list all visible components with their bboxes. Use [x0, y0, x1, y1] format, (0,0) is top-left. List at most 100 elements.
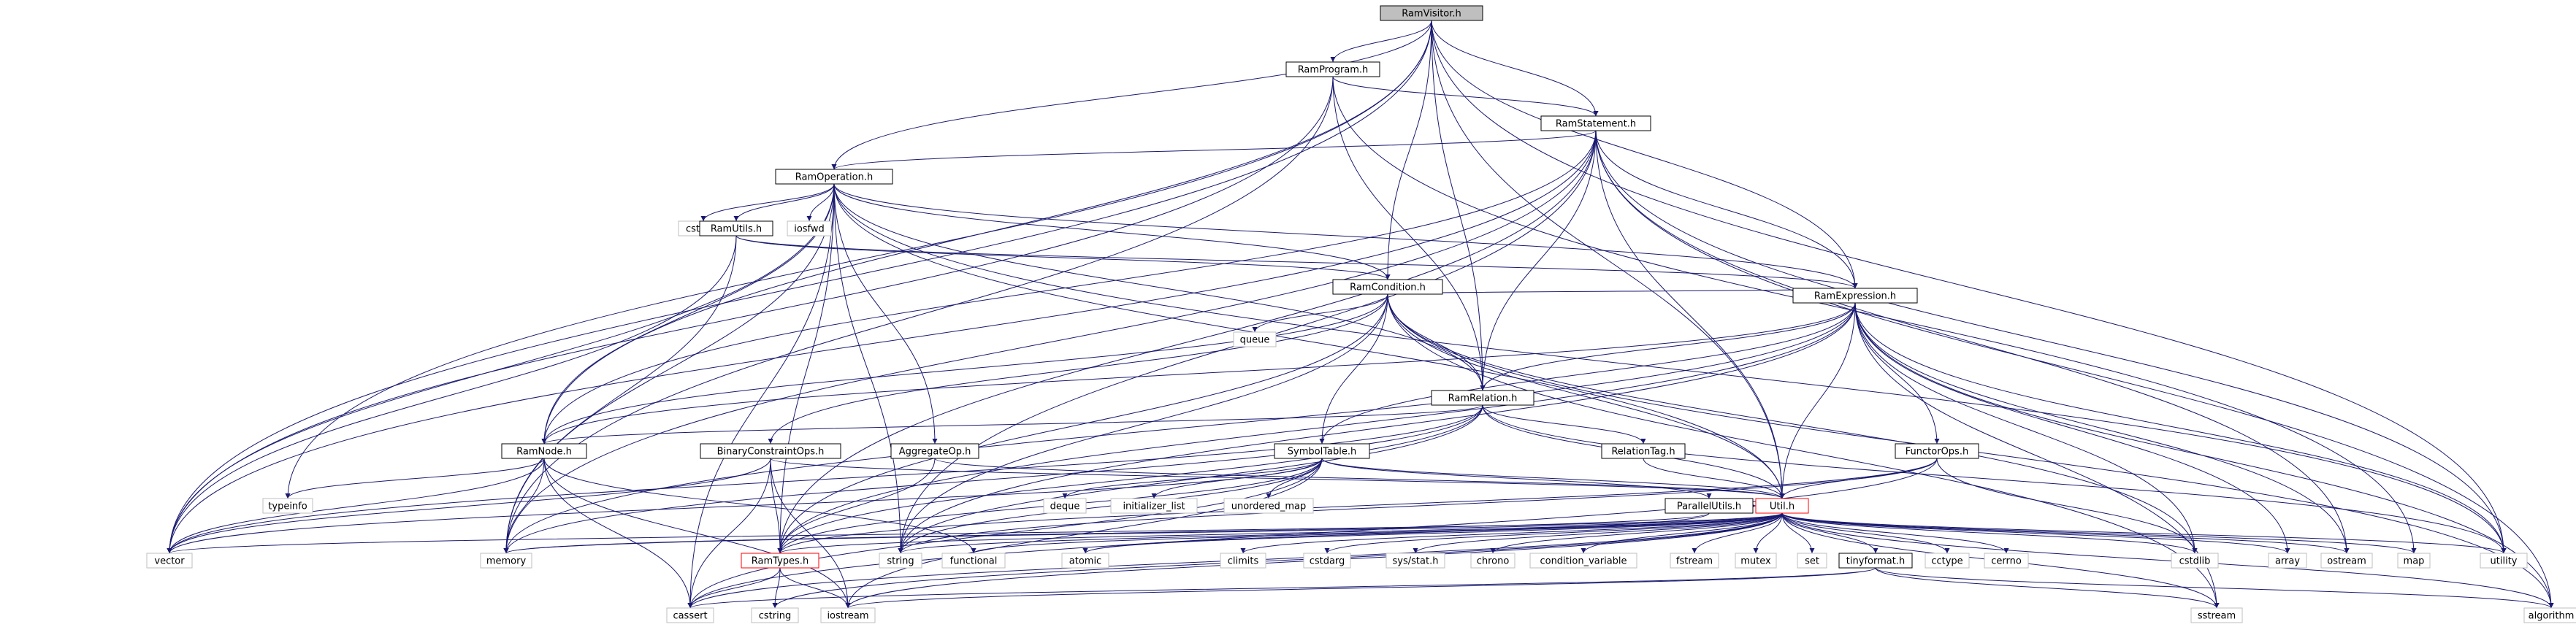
edge-ramrelation-to-string — [898, 404, 1483, 554]
edge-util-to-atomic — [1082, 512, 1783, 554]
node-label: tinyformat.h — [1846, 556, 1905, 567]
edge-ramstatement-to-ramoperation — [831, 130, 1597, 170]
node-ramcondition[interactable]: RamCondition.h — [1332, 279, 1443, 295]
node-box — [666, 607, 714, 623]
edge-binaryconstraintops-to-iostream — [770, 458, 851, 609]
edge-ramrelation-to-utility — [1482, 404, 2507, 554]
edge-ramoperation-to-ramrelation — [833, 183, 1486, 391]
node-label: RamTypes.h — [752, 556, 809, 567]
edge-ramnode-to-memory — [503, 458, 545, 554]
edge-util-to-condition_variable — [1581, 512, 1783, 554]
node-box — [699, 220, 773, 236]
node-box — [2171, 553, 2219, 569]
edge-ramoperation-to-ramutils — [733, 183, 835, 222]
node-box — [2480, 553, 2528, 569]
edge-ramrelation-to-vector — [167, 404, 1483, 554]
edge-ramcondition-to-ramrelation — [1387, 293, 1486, 391]
node-algorithm: algorithm — [2523, 607, 2576, 623]
node-label: fstream — [1676, 556, 1713, 567]
node-label: unordered_map — [1231, 501, 1307, 512]
node-aggregateop[interactable]: AggregateOp.h — [890, 443, 979, 459]
node-map: map — [2397, 553, 2431, 569]
node-label: vector — [154, 556, 185, 567]
node-box — [1470, 553, 1516, 569]
node-binaryconstraintops[interactable]: BinaryConstraintOps.h — [700, 443, 841, 459]
edge-ramutils-to-ramcondition — [735, 235, 1391, 280]
node-parallelutils[interactable]: ParallelUtils.h — [1665, 498, 1754, 514]
edge-ramoperation-to-aggregateop — [833, 183, 938, 445]
node-ramrelation[interactable]: RamRelation.h — [1431, 390, 1534, 406]
edge-util-to-array — [1781, 512, 2290, 554]
node-ramutils[interactable]: RamUtils.h — [699, 220, 773, 236]
node-box — [1792, 288, 1918, 304]
node-condition-variable: condition_variable — [1529, 553, 1637, 569]
node-box — [1285, 61, 1380, 77]
node-ramvisitor[interactable]: RamVisitor.h — [1380, 5, 1483, 21]
edge-symboltable-to-util — [1321, 458, 1785, 499]
node-box — [1110, 498, 1198, 514]
node-ramprogram[interactable]: RamProgram.h — [1285, 61, 1380, 77]
edge-ramexpression-to-functorops — [1854, 302, 1940, 445]
node-fstream: fstream — [1670, 553, 1719, 569]
node-label: functional — [950, 556, 998, 567]
node-box — [2397, 553, 2431, 569]
node-label: cstdarg — [1310, 556, 1345, 567]
edge-ramtypes-to-cstring — [772, 567, 781, 609]
node-symboltable[interactable]: SymbolTable.h — [1274, 443, 1370, 459]
node-box — [2320, 553, 2373, 569]
edge-ramstatement-to-util — [1595, 130, 1785, 499]
node-box — [1895, 443, 1979, 459]
node-ramnode[interactable]: RamNode.h — [501, 443, 587, 459]
edge-ramnode-to-cassert — [543, 458, 693, 609]
edge-util-to-set — [1781, 512, 1815, 554]
edge-ramcondition-to-symboltable — [1319, 293, 1388, 445]
node-label: set — [1805, 556, 1819, 567]
node-ramstatement[interactable]: RamStatement.h — [1540, 115, 1651, 131]
node-label: string — [887, 556, 914, 567]
node-label: ParallelUtils.h — [1677, 501, 1741, 512]
edge-ramvisitor-to-ramprogram — [1330, 20, 1432, 63]
edge-ramcondition-to-ramnode — [541, 293, 1388, 445]
header-nodes: RamVisitor.hRamProgram.hRamStatement.hRa… — [146, 5, 2576, 623]
edge-util-to-utility — [1781, 512, 2507, 554]
edge-ramoperation-to-iosfwd — [806, 183, 835, 222]
node-functorops[interactable]: FunctorOps.h — [1895, 443, 1979, 459]
edge-ramvisitor-to-utility — [1431, 20, 2507, 554]
edge-ramprogram-to-memory — [503, 76, 1334, 554]
node-iosfwd: iosfwd — [787, 220, 832, 236]
edge-ramstatement-to-ostream — [1595, 130, 2350, 554]
edge-ramcondition-to-ramtypes — [777, 293, 1388, 554]
edge-util-to-sysstat — [1413, 512, 1783, 554]
node-relationtag[interactable]: RelationTag.h — [1601, 443, 1686, 459]
edge-functorops-to-cassert — [687, 458, 1938, 609]
edge-ramcondition-to-sstream — [1387, 293, 2220, 609]
node-label: sys/stat.h — [1393, 556, 1439, 567]
edge-util-to-algorithm — [1781, 512, 2554, 609]
node-ramtypes[interactable]: RamTypes.h — [741, 553, 819, 569]
node-ramoperation[interactable]: RamOperation.h — [775, 169, 893, 185]
node-box — [1984, 553, 2029, 569]
edge-ramoperation-to-ramcondition — [833, 183, 1391, 280]
node-string: string — [879, 553, 922, 569]
node-label: SymbolTable.h — [1288, 447, 1356, 458]
node-ramexpression[interactable]: RamExpression.h — [1792, 288, 1918, 304]
node-label: chrono — [1477, 556, 1510, 567]
node-tinyformat[interactable]: tinyformat.h — [1838, 553, 1913, 569]
node-set: set — [1797, 553, 1827, 569]
edge-util-to-cstdarg — [1324, 512, 1783, 554]
edge-ramexpression-to-cstdlib — [1854, 302, 2198, 554]
node-label: cerrno — [1991, 556, 2022, 567]
edge-ramtypes-to-iostream — [779, 567, 851, 609]
edge-ramoperation-to-ramtypes — [777, 183, 835, 554]
node-box — [1529, 553, 1637, 569]
node-label: cassert — [673, 611, 707, 622]
node-label: RamProgram.h — [1298, 65, 1369, 76]
edge-functorops-to-string — [898, 458, 1938, 554]
edge-ramcondition-to-cstdlib — [1387, 293, 2198, 554]
node-box — [1274, 443, 1370, 459]
node-label: Util.h — [1770, 501, 1795, 512]
edge-symboltable-to-cassert — [687, 458, 1323, 609]
node-util[interactable]: Util.h — [1755, 498, 1809, 514]
node-label: AggregateOp.h — [899, 447, 971, 458]
node-cassert: cassert — [666, 607, 714, 623]
